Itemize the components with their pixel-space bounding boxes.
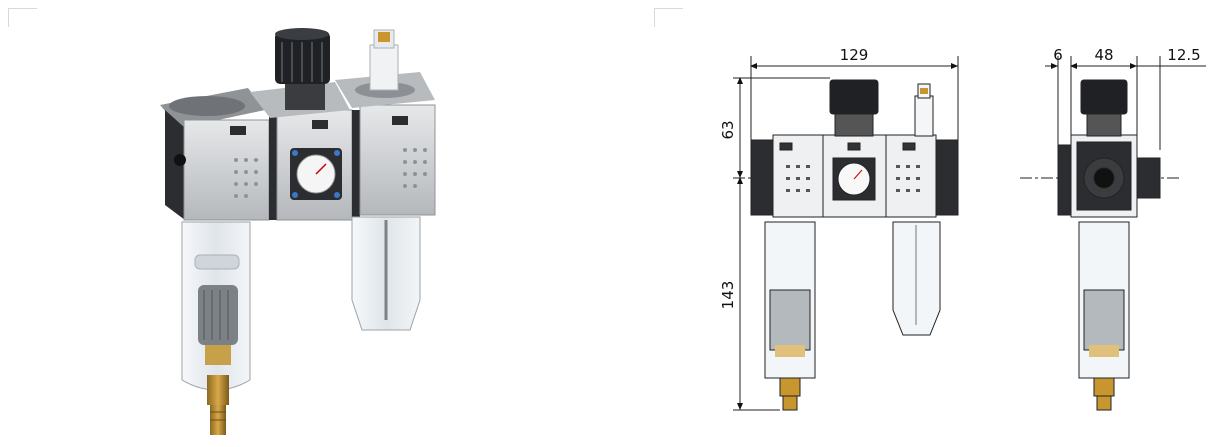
dim-side-right: 12.5 — [1167, 46, 1200, 64]
product-render — [160, 28, 436, 435]
front-view — [733, 56, 959, 411]
technical-drawing: 129 63 143 6 48 12.5 — [719, 46, 1206, 411]
dim-side-left: 6 — [1053, 46, 1063, 64]
technical-drawing-panel: 129 63 143 6 48 12.5 — [640, 0, 1211, 447]
adjusting-knob-icon — [275, 28, 330, 110]
side-view — [1020, 56, 1206, 411]
frame-corner — [8, 8, 37, 27]
frame-corner — [654, 8, 683, 27]
dim-bottom-height: 143 — [719, 281, 737, 310]
product-render-panel — [0, 0, 600, 447]
lubricator-module — [335, 29, 436, 331]
filter-module — [160, 88, 270, 391]
dim-top-height: 63 — [719, 120, 737, 139]
dim-overall-width: 129 — [840, 46, 869, 64]
dim-side-body: 48 — [1094, 46, 1113, 64]
pressure-gauge-icon — [290, 148, 342, 200]
drain-valve-icon — [207, 375, 229, 435]
